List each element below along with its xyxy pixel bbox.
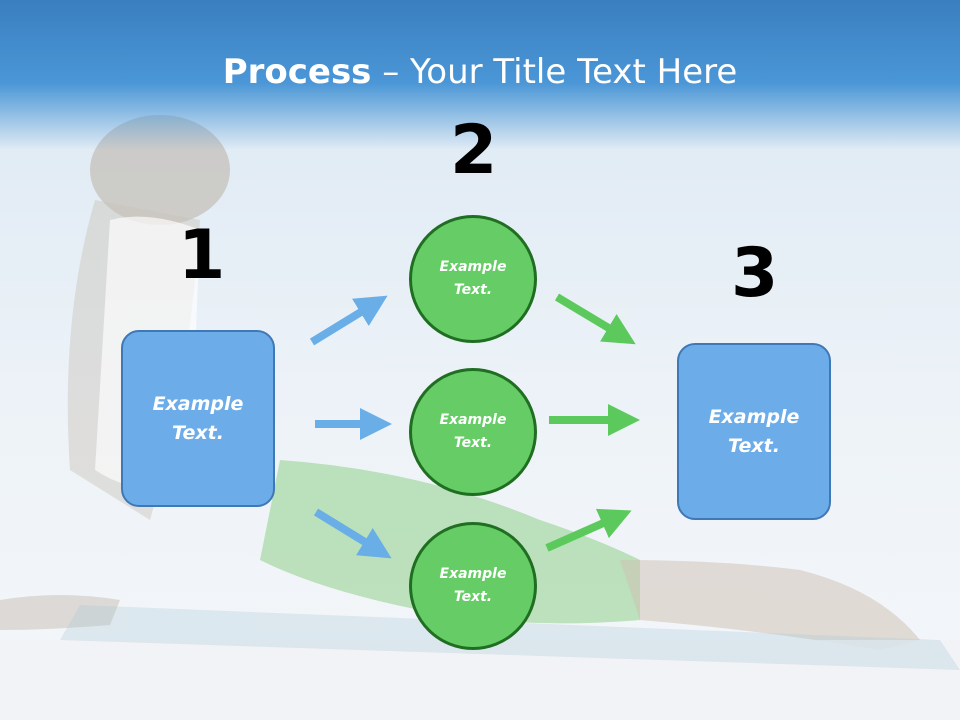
arrow-green-down	[554, 293, 636, 345]
arrow-blue-down	[313, 508, 392, 559]
title-bar	[0, 0, 960, 150]
title-rest: – Your Title Text Here	[371, 52, 738, 92]
page-title: Process – Your Title Text Here	[0, 52, 960, 92]
arrow-blue-up	[309, 295, 388, 346]
circle-bottom[interactable]: Example Text.	[409, 522, 537, 650]
arrow-green-up	[545, 508, 632, 552]
step-2-number: 2	[450, 111, 498, 190]
step-3-number: 3	[731, 234, 779, 313]
title-bold: Process	[222, 52, 372, 92]
circle-middle[interactable]: Example Text.	[409, 368, 537, 496]
circle-top[interactable]: Example Text.	[409, 215, 537, 343]
step-3-box[interactable]: Example Text.	[677, 343, 831, 520]
step-1-number: 1	[178, 216, 226, 295]
step-1-box[interactable]: Example Text.	[121, 330, 275, 507]
